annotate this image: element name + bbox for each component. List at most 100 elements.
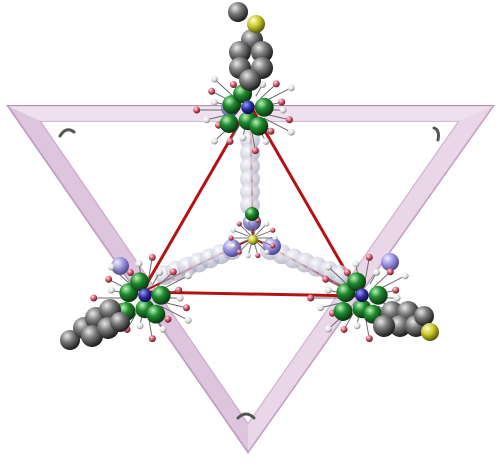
halo-atom [107,263,115,271]
atom-sphere [226,137,234,145]
atom-sphere [267,127,275,135]
halo-atom [182,304,190,312]
halo-atom [287,128,295,136]
atom-sphere [169,268,177,276]
guest-sphere [373,315,395,337]
atom-sphere [340,325,348,333]
halo-atom [270,243,276,249]
halo-atom [324,325,332,333]
bond-line [266,113,290,121]
halo-atom [307,294,315,302]
halo-atom [105,275,113,283]
guest-sphere [229,41,251,63]
atom-sphere [324,325,332,333]
halo-atom [317,304,325,312]
halo-atom [270,227,276,233]
halo-atom [365,253,373,261]
halo-atom [401,272,409,280]
guest-tip-sphere [421,323,439,341]
metal-sphere [368,285,388,305]
corner-hook-bottom [236,412,256,420]
halo-atom [184,316,192,324]
atom-sphere [210,98,218,106]
guest-sphere [110,312,130,332]
triangular-frame-icon [6,105,495,454]
halo-atom [210,75,218,83]
guest-sphere [228,2,248,22]
halo-atom [278,98,286,106]
halo-atom [169,268,177,276]
halo-atom [159,325,167,333]
atom-sphere [343,268,351,276]
atom-sphere [317,304,325,312]
halo-atom [392,286,400,294]
atom-sphere [401,272,409,280]
atom-sphere [239,134,247,142]
halo-atom [255,252,261,259]
bond-line [263,117,292,133]
halo-atom [208,87,216,95]
atom-sphere [365,253,373,261]
atom-sphere [373,268,381,276]
halo-atom [175,286,183,294]
aromatic-guest-left [60,299,130,350]
halo-atom [353,322,361,330]
halo-atom [228,235,234,241]
atom-sphere [262,137,270,145]
center-sphere [248,235,258,245]
guest-sphere [414,306,434,326]
atom-sphere [279,106,287,114]
guest-sphere [389,315,411,337]
halo-atom [259,80,267,88]
halo-atom [279,106,287,114]
halo-atom [324,263,332,271]
atom-sphere [251,147,259,155]
bond-line [260,83,277,99]
center-sphere [241,100,255,115]
halo-atom [264,221,270,227]
atom-sphere [182,304,190,312]
ligand-bridge-vertical [240,130,260,215]
bond-line [163,301,187,309]
atom-sphere [392,286,400,294]
atom-sphere [210,75,218,83]
atom-sphere [156,268,164,276]
atom-sphere [386,268,394,276]
center-sphere [355,288,369,303]
corner-hook-left [58,128,76,138]
halo-atom [287,84,295,92]
atom-sphere [210,137,218,145]
halo-atom [136,322,144,330]
halo-atom [386,268,394,276]
atom-sphere [126,268,134,276]
halo-atom [226,137,234,145]
ligand-atom [381,253,399,271]
halo-atom [393,294,401,302]
metal-sphere [333,302,353,321]
atom-sphere [287,84,295,92]
halo-atom [193,106,201,114]
atom-sphere [203,116,211,124]
atom-sphere [365,335,373,343]
halo-atom [107,286,115,294]
atom-sphere [135,260,143,268]
halo-atom [90,294,98,302]
atom-sphere [175,286,183,294]
atom-sphere [324,263,332,271]
halo-atom [236,249,242,255]
halo-atom [267,127,275,135]
halo-atom [324,286,332,294]
halo-atom [365,335,373,343]
atom-sphere [287,128,295,136]
atom-sphere [259,80,267,88]
aromatic-guests [60,2,439,350]
metal-sphere [146,304,166,324]
halo-atom [340,325,348,333]
halo-atom [135,260,143,268]
atom-sphere [105,275,113,283]
atom-sphere [90,294,98,302]
halo-atom [126,268,134,276]
halo-atom [272,235,278,241]
aromatic-guest-top [228,2,273,91]
halo-atom [262,137,270,145]
